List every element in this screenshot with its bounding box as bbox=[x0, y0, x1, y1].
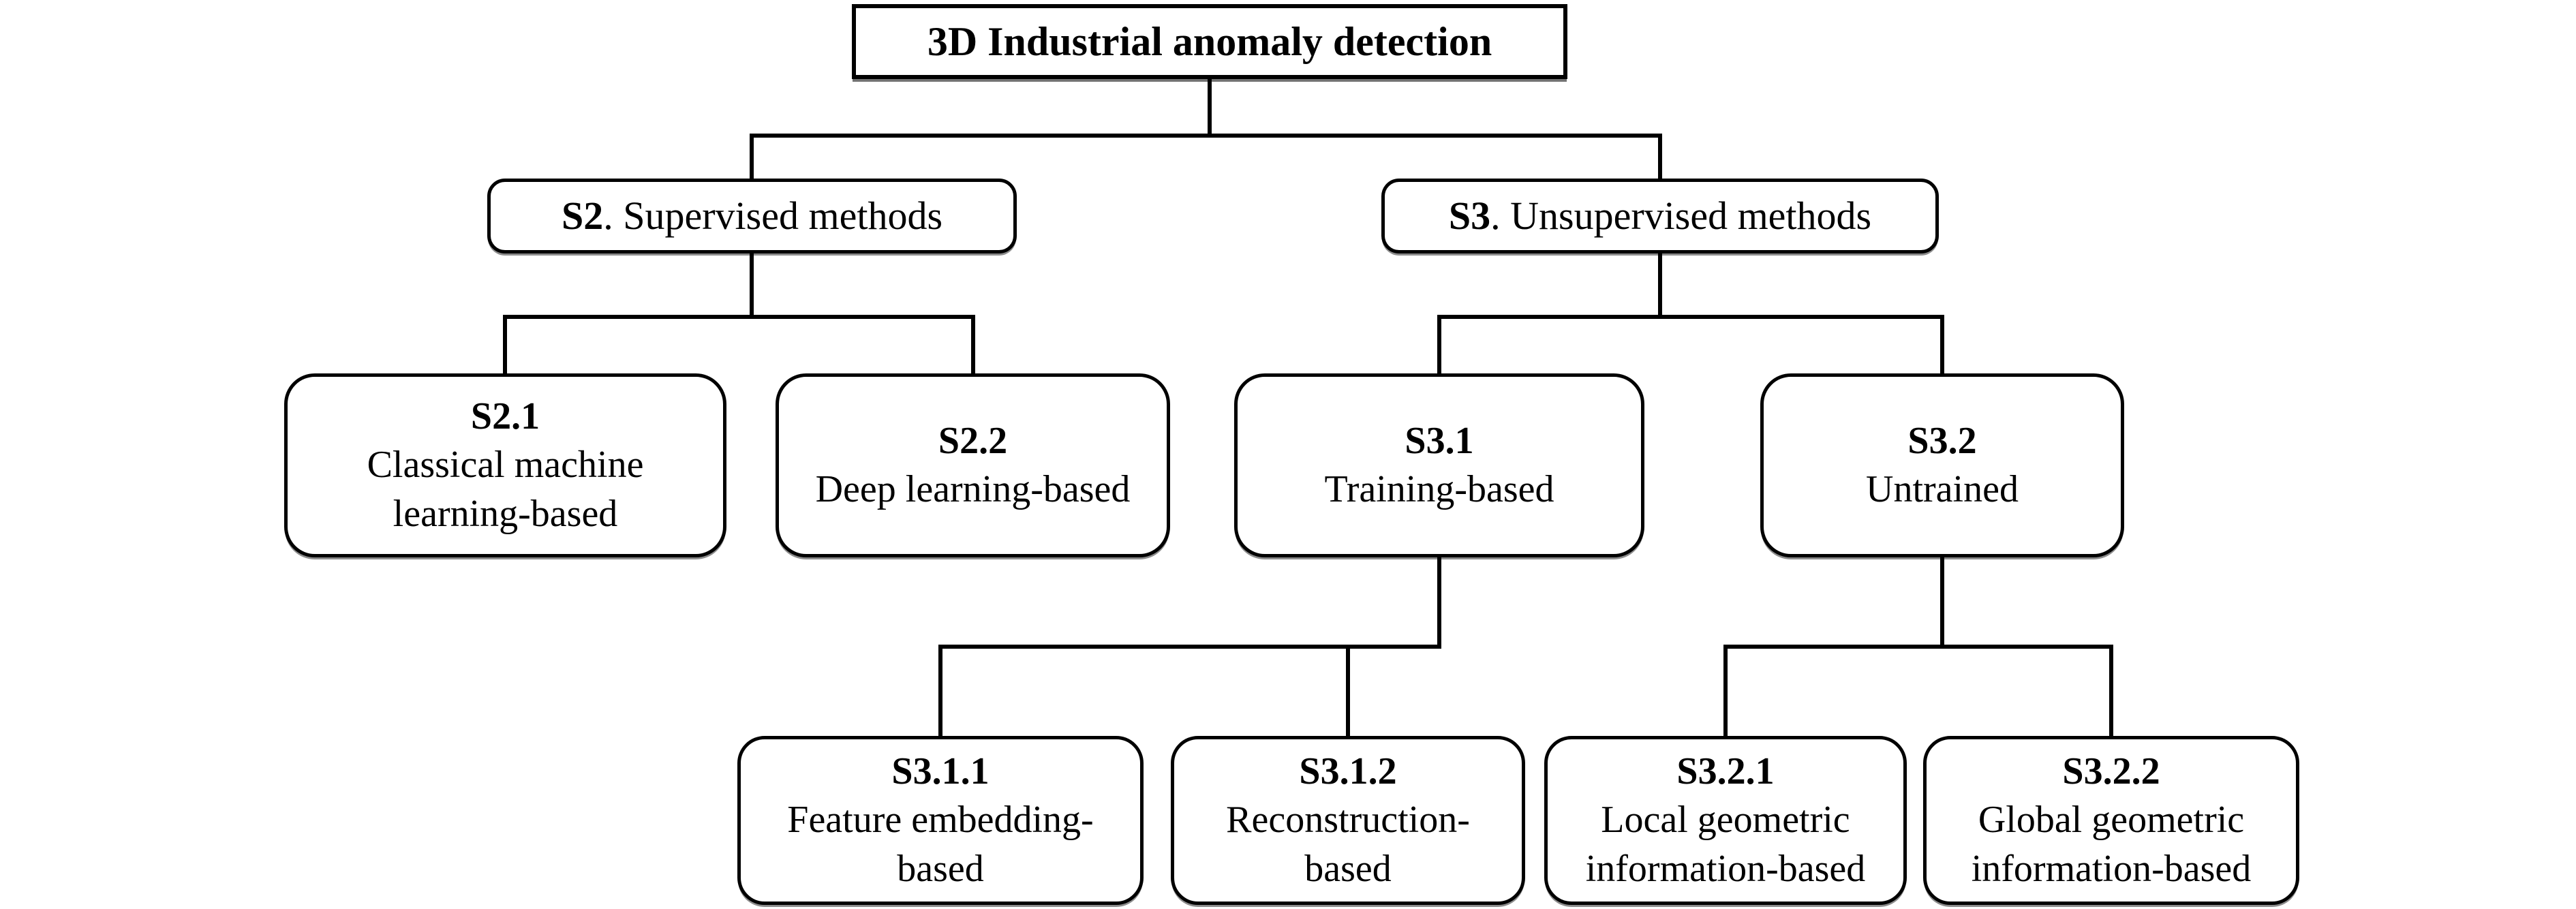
node-s3-1-1-label: Feature embedding- based bbox=[787, 799, 1094, 890]
node-s3-1-code: S3.1 bbox=[1405, 419, 1474, 462]
connector-root-stem bbox=[1208, 79, 1212, 138]
node-s3-1-2: S3.1.2 Reconstruction- based bbox=[1171, 736, 1525, 905]
node-s3-2-1: S3.2.1 Local geometric information-based bbox=[1544, 736, 1907, 905]
connector-s3-drop bbox=[1658, 134, 1662, 179]
node-s2-code: S2 bbox=[561, 194, 604, 238]
node-s2-label: . Supervised methods bbox=[603, 194, 943, 238]
connector-s2-stem bbox=[750, 253, 754, 319]
node-s3-1: S3.1 Training-based bbox=[1234, 373, 1644, 557]
connector-s3-1-bar bbox=[938, 645, 1441, 649]
connector-s3-2-bar bbox=[1723, 645, 2113, 649]
node-root-label: 3D Industrial anomaly detection bbox=[927, 18, 1492, 64]
connector-s2-2-drop bbox=[971, 315, 975, 373]
connector-s3-2-stem bbox=[1940, 557, 1944, 649]
node-s3-2-label: Untrained bbox=[1866, 468, 2019, 510]
connector-root-bar bbox=[750, 134, 1662, 138]
connector-s3-1-1-drop bbox=[938, 645, 942, 736]
node-s3: S3. Unsupervised methods bbox=[1381, 179, 1939, 253]
node-s3-2: S3.2 Untrained bbox=[1760, 373, 2124, 557]
node-s2: S2. Supervised methods bbox=[487, 179, 1017, 253]
node-s3-1-2-code: S3.1.2 bbox=[1299, 750, 1397, 793]
node-s3-2-1-code: S3.2.1 bbox=[1676, 750, 1775, 793]
connector-s2-1-drop bbox=[503, 315, 507, 373]
node-s3-2-2-code: S3.2.2 bbox=[2062, 750, 2160, 793]
node-s2-1: S2.1 Classical machine learning-based bbox=[284, 373, 726, 557]
node-s2-2-code: S2.2 bbox=[938, 419, 1008, 462]
node-s2-1-label: Classical machine learning-based bbox=[367, 444, 644, 535]
node-s2-2: S2.2 Deep learning-based bbox=[776, 373, 1170, 557]
node-s3-2-2: S3.2.2 Global geometric information-base… bbox=[1923, 736, 2299, 905]
node-s3-2-code: S3.2 bbox=[1907, 419, 1977, 462]
connector-s2-bar bbox=[503, 315, 975, 319]
node-s3-label: . Unsupervised methods bbox=[1490, 194, 1872, 238]
connector-s3-2-1-drop bbox=[1723, 645, 1728, 736]
connector-s3-stem bbox=[1658, 253, 1662, 319]
connector-s2-drop bbox=[750, 134, 754, 179]
connector-s3-1-drop bbox=[1437, 315, 1441, 373]
node-s3-1-1: S3.1.1 Feature embedding- based bbox=[737, 736, 1144, 905]
connector-s3-2-2-drop bbox=[2109, 645, 2113, 736]
connector-s3-1-2-drop bbox=[1346, 645, 1350, 736]
node-s3-1-1-code: S3.1.1 bbox=[891, 750, 990, 793]
node-s2-1-code: S2.1 bbox=[470, 395, 540, 438]
node-s2-2-label: Deep learning-based bbox=[815, 468, 1131, 510]
connector-s3-1-stem bbox=[1437, 557, 1441, 649]
node-root: 3D Industrial anomaly detection bbox=[852, 4, 1567, 79]
node-s3-2-2-label: Global geometric information-based bbox=[1971, 799, 2252, 890]
node-s3-1-label: Training-based bbox=[1324, 468, 1554, 510]
node-s3-2-1-label: Local geometric information-based bbox=[1585, 799, 1866, 890]
node-s3-1-2-label: Reconstruction- based bbox=[1226, 799, 1470, 890]
connector-s3-2-drop bbox=[1940, 315, 1944, 373]
connector-s3-bar bbox=[1437, 315, 1944, 319]
node-s3-code: S3 bbox=[1448, 194, 1491, 238]
